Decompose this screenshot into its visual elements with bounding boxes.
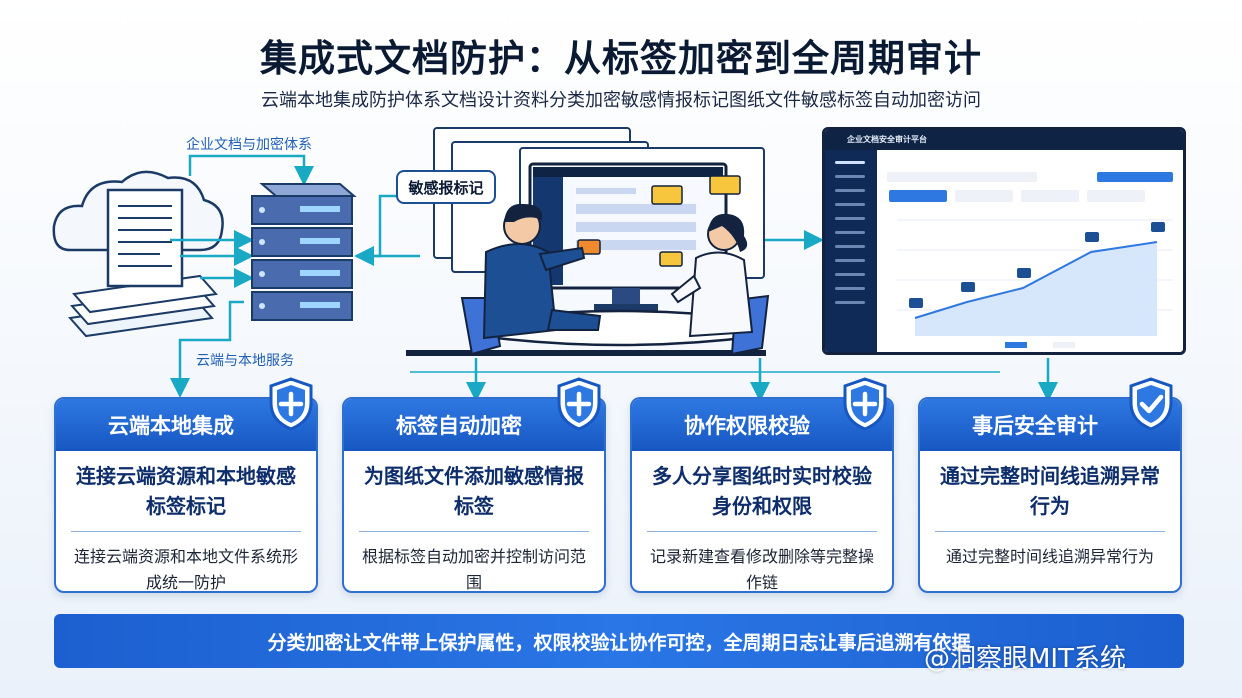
page-title: 集成式文档防护：从标签加密到全周期审计 [260,37,982,80]
card-sub-text: 根据标签自动加密并控制访问范围 [362,547,587,592]
card-sub-text: 连接云端资源和本地文件系统形成统一防护 [74,547,299,592]
shield-check-icon [1129,377,1173,431]
card-main-text: 为图纸文件添加敏感情报标签 [364,464,584,518]
audit-dashboard: 企业文档安全审计平台 [822,127,1186,355]
shield-plus-icon [269,377,313,431]
shield-plus-icon [843,377,887,431]
card-sub-text: 通过完整时间线追溯异常行为 [945,547,1154,566]
card-title: 事后安全审计 [920,399,1180,451]
person-left-icon [482,203,602,340]
person-right-icon [670,213,754,338]
footer-banner: 分类加密让文件带上保护属性，权限校验让协作可控，全周期日志让事后追溯有依据 [54,614,1184,668]
card-sub-text: 记录新建查看修改删除等完整操作链 [650,547,875,592]
label-enterprise-docs: 企业文档与加密体系 [186,137,312,153]
shield-plus-icon [557,377,601,431]
card-main-text: 通过完整时间线追溯异常行为 [940,464,1160,518]
dashboard-sidebar [825,150,877,352]
card-main-text: 连接云端资源和本地敏感标签标记 [76,464,296,518]
page-subtitle: 云端本地集成防护体系文档设计资料分类加密敏感情报标记图纸文件敏感标签自动加密访问 [261,90,981,111]
dashboard-topbar: 企业文档安全审计平台 [825,130,1183,150]
card-main-text: 多人分享图纸时实时校验身份和权限 [652,464,872,518]
card-auto-encrypt: 标签自动加密 为图纸文件添加敏感情报标签 根据标签自动加密并控制访问范围 [342,397,606,593]
document-stack-icon [68,188,218,338]
card-security-audit: 事后安全审计 通过完整时间线追溯异常行为 通过完整时间线追溯异常行为 [918,397,1182,593]
card-title: 云端本地集成 [56,399,316,451]
card-cloud-local: 云端本地集成 连接云端资源和本地敏感标签标记 连接云端资源和本地文件系统形成统一… [54,397,318,593]
sensitive-tag-bubble: 敏感报标记 [396,170,496,204]
watermark: @洞察眼MIT系统 [924,644,1126,674]
label-cloud-local-service: 云端与本地服务 [196,353,294,369]
server-icon [251,183,357,321]
dashboard-line-chart [887,172,1173,348]
dashboard-title: 企业文档安全审计平台 [847,135,927,144]
